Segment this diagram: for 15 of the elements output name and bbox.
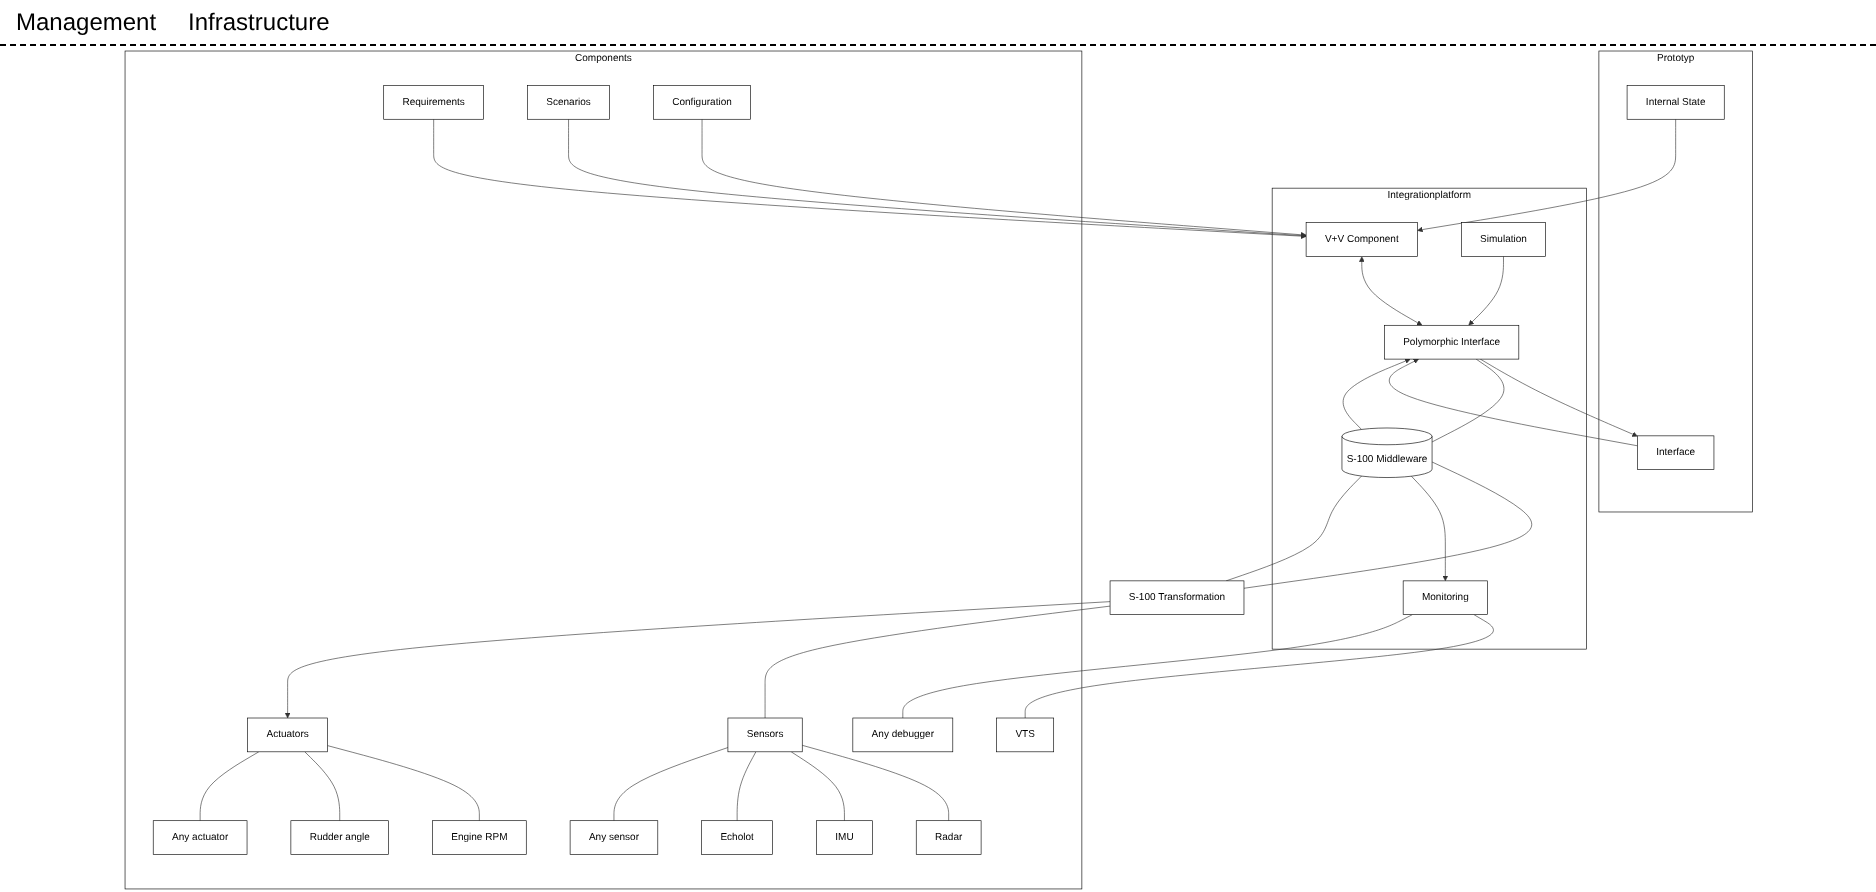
connector (736, 751, 756, 821)
connector (764, 605, 1110, 719)
connector (326, 745, 479, 821)
connector (1431, 358, 1504, 443)
connector (303, 751, 340, 821)
section-label: Infrastructure (188, 8, 330, 36)
connector (801, 745, 949, 821)
connector (1242, 461, 1532, 589)
connector (790, 751, 844, 821)
connector (901, 614, 1412, 719)
section-label: Management (16, 8, 157, 36)
connector (199, 751, 259, 821)
connector (1225, 475, 1362, 582)
connector (612, 747, 728, 821)
connector (1024, 614, 1493, 719)
